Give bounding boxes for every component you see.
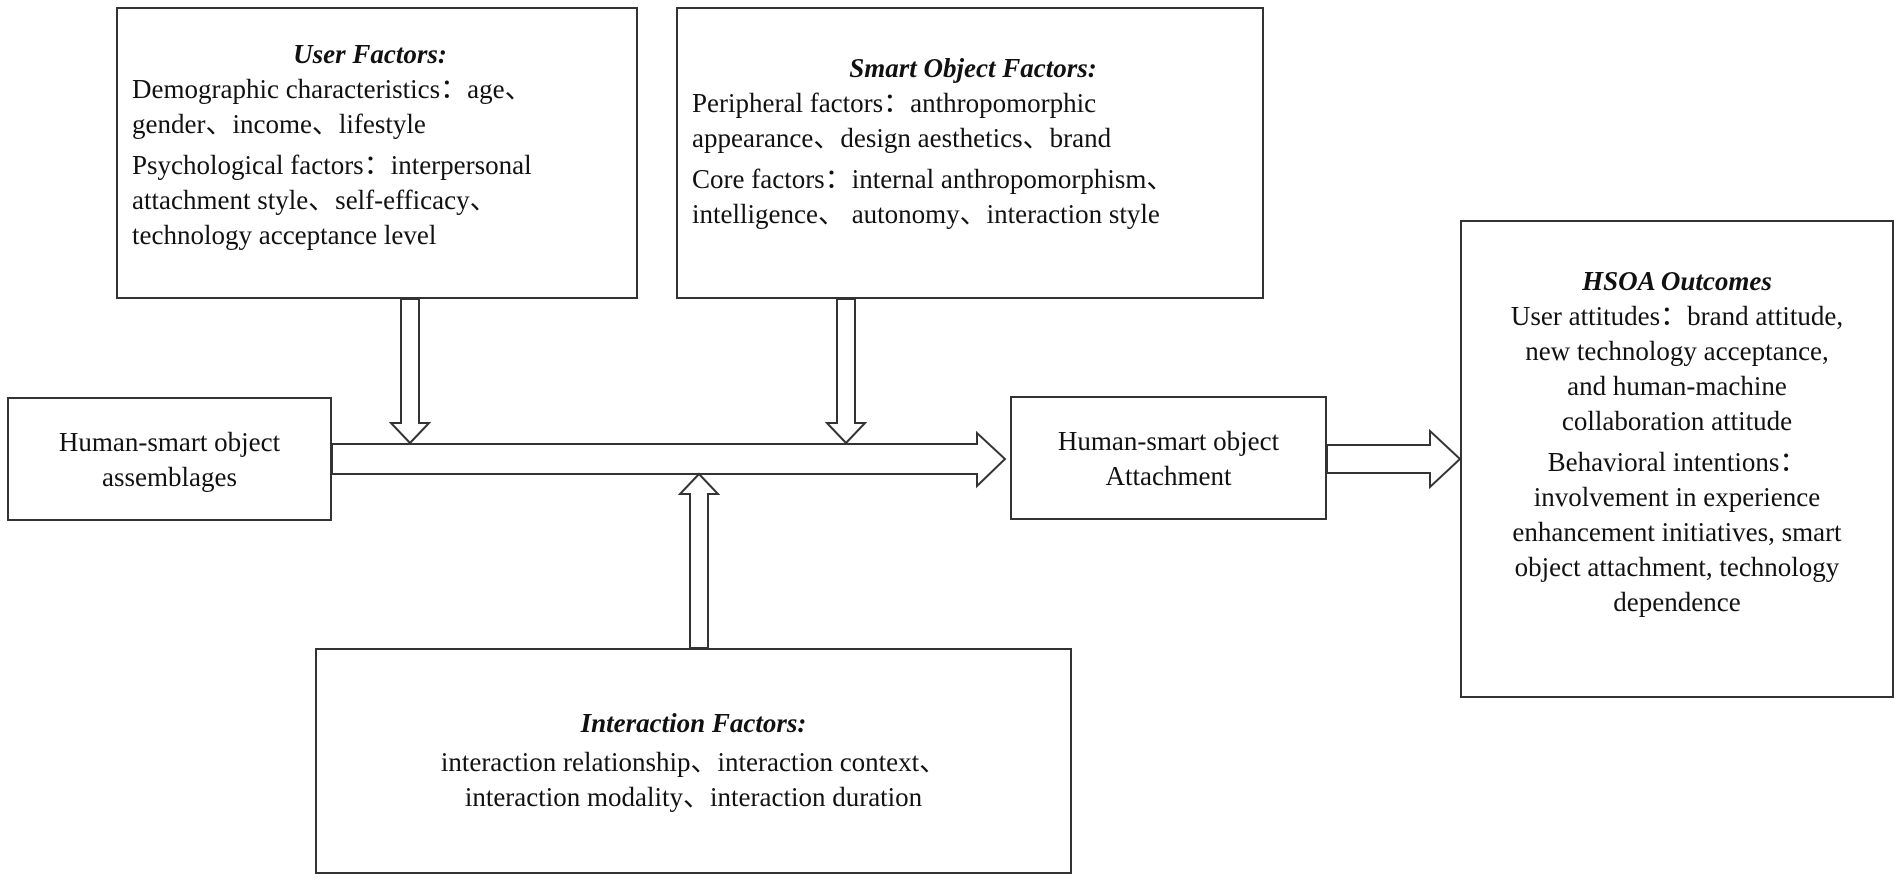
hsoa-outcomes-line: User attitudes：brand attitude, [1510, 301, 1844, 331]
hsoa-outcomes-line: dependence [1613, 587, 1741, 617]
smart-object-factors-title: Smart Object Factors: [849, 53, 1097, 83]
hsoa-outcomes-box: HSOA Outcomes User attitudes：brand attit… [1460, 220, 1894, 698]
hsoa-outcomes-title: HSOA Outcomes [1582, 266, 1772, 296]
interaction-factors-line: interaction relationship、interaction con… [440, 747, 947, 777]
user-factors-arrow [388, 298, 432, 445]
hsoa-outcomes-line: collaboration attitude [1561, 406, 1793, 436]
attachment-line: Attachment [1105, 461, 1232, 491]
user-factors-line: technology acceptance level [132, 220, 437, 250]
attachment-line: Human-smart object [1057, 426, 1280, 456]
user-factors-line: Psychological factors：interpersonal [132, 150, 532, 180]
smart-object-factors-arrow [824, 298, 868, 445]
smart-object-factors-box: Smart Object Factors: Peripheral factors… [676, 7, 1264, 299]
assemblages-line: assemblages [102, 462, 237, 492]
assemblages-line: Human-smart object [58, 427, 281, 457]
assemblages-box: Human-smart object assemblages [7, 397, 332, 521]
user-factors-title: User Factors: [293, 39, 447, 69]
hsoa-outcomes-line: enhancement initiatives, smart [1512, 517, 1842, 547]
interaction-factors-line: interaction modality、interaction duratio… [464, 782, 923, 812]
outcomes-arrow [1326, 428, 1462, 490]
hsoa-outcomes-line: involvement in experience [1533, 482, 1821, 512]
attachment-box: Human-smart object Attachment [1010, 396, 1327, 520]
smart-object-factors-line: appearance、design aesthetics、brand [692, 123, 1112, 153]
hsoa-outcomes-line: and human-machine [1567, 371, 1787, 401]
interaction-factors-arrow [677, 472, 721, 649]
smart-object-factors-line: Core factors：internal anthropomorphism、 [692, 164, 1174, 194]
hsoa-outcomes-line: new technology acceptance, [1525, 336, 1829, 366]
user-factors-line: attachment style、self-efficacy、 [132, 185, 497, 215]
user-factors-box: User Factors: Demographic characteristic… [116, 7, 638, 299]
user-factors-line: Demographic characteristics：age、 [132, 74, 532, 104]
smart-object-factors-line: intelligence、 autonomy、interaction style [692, 199, 1160, 229]
user-factors-line: gender、income、lifestyle [132, 109, 426, 139]
main-flow-arrow [331, 430, 1007, 489]
interaction-factors-title: Interaction Factors: [580, 708, 807, 738]
smart-object-factors-line: Peripheral factors：anthropomorphic [692, 88, 1097, 118]
interaction-factors-box: Interaction Factors: interaction relatio… [315, 648, 1072, 874]
hsoa-outcomes-line: object attachment, technology [1514, 552, 1840, 582]
hsoa-outcomes-line: Behavioral intentions： [1547, 447, 1807, 477]
